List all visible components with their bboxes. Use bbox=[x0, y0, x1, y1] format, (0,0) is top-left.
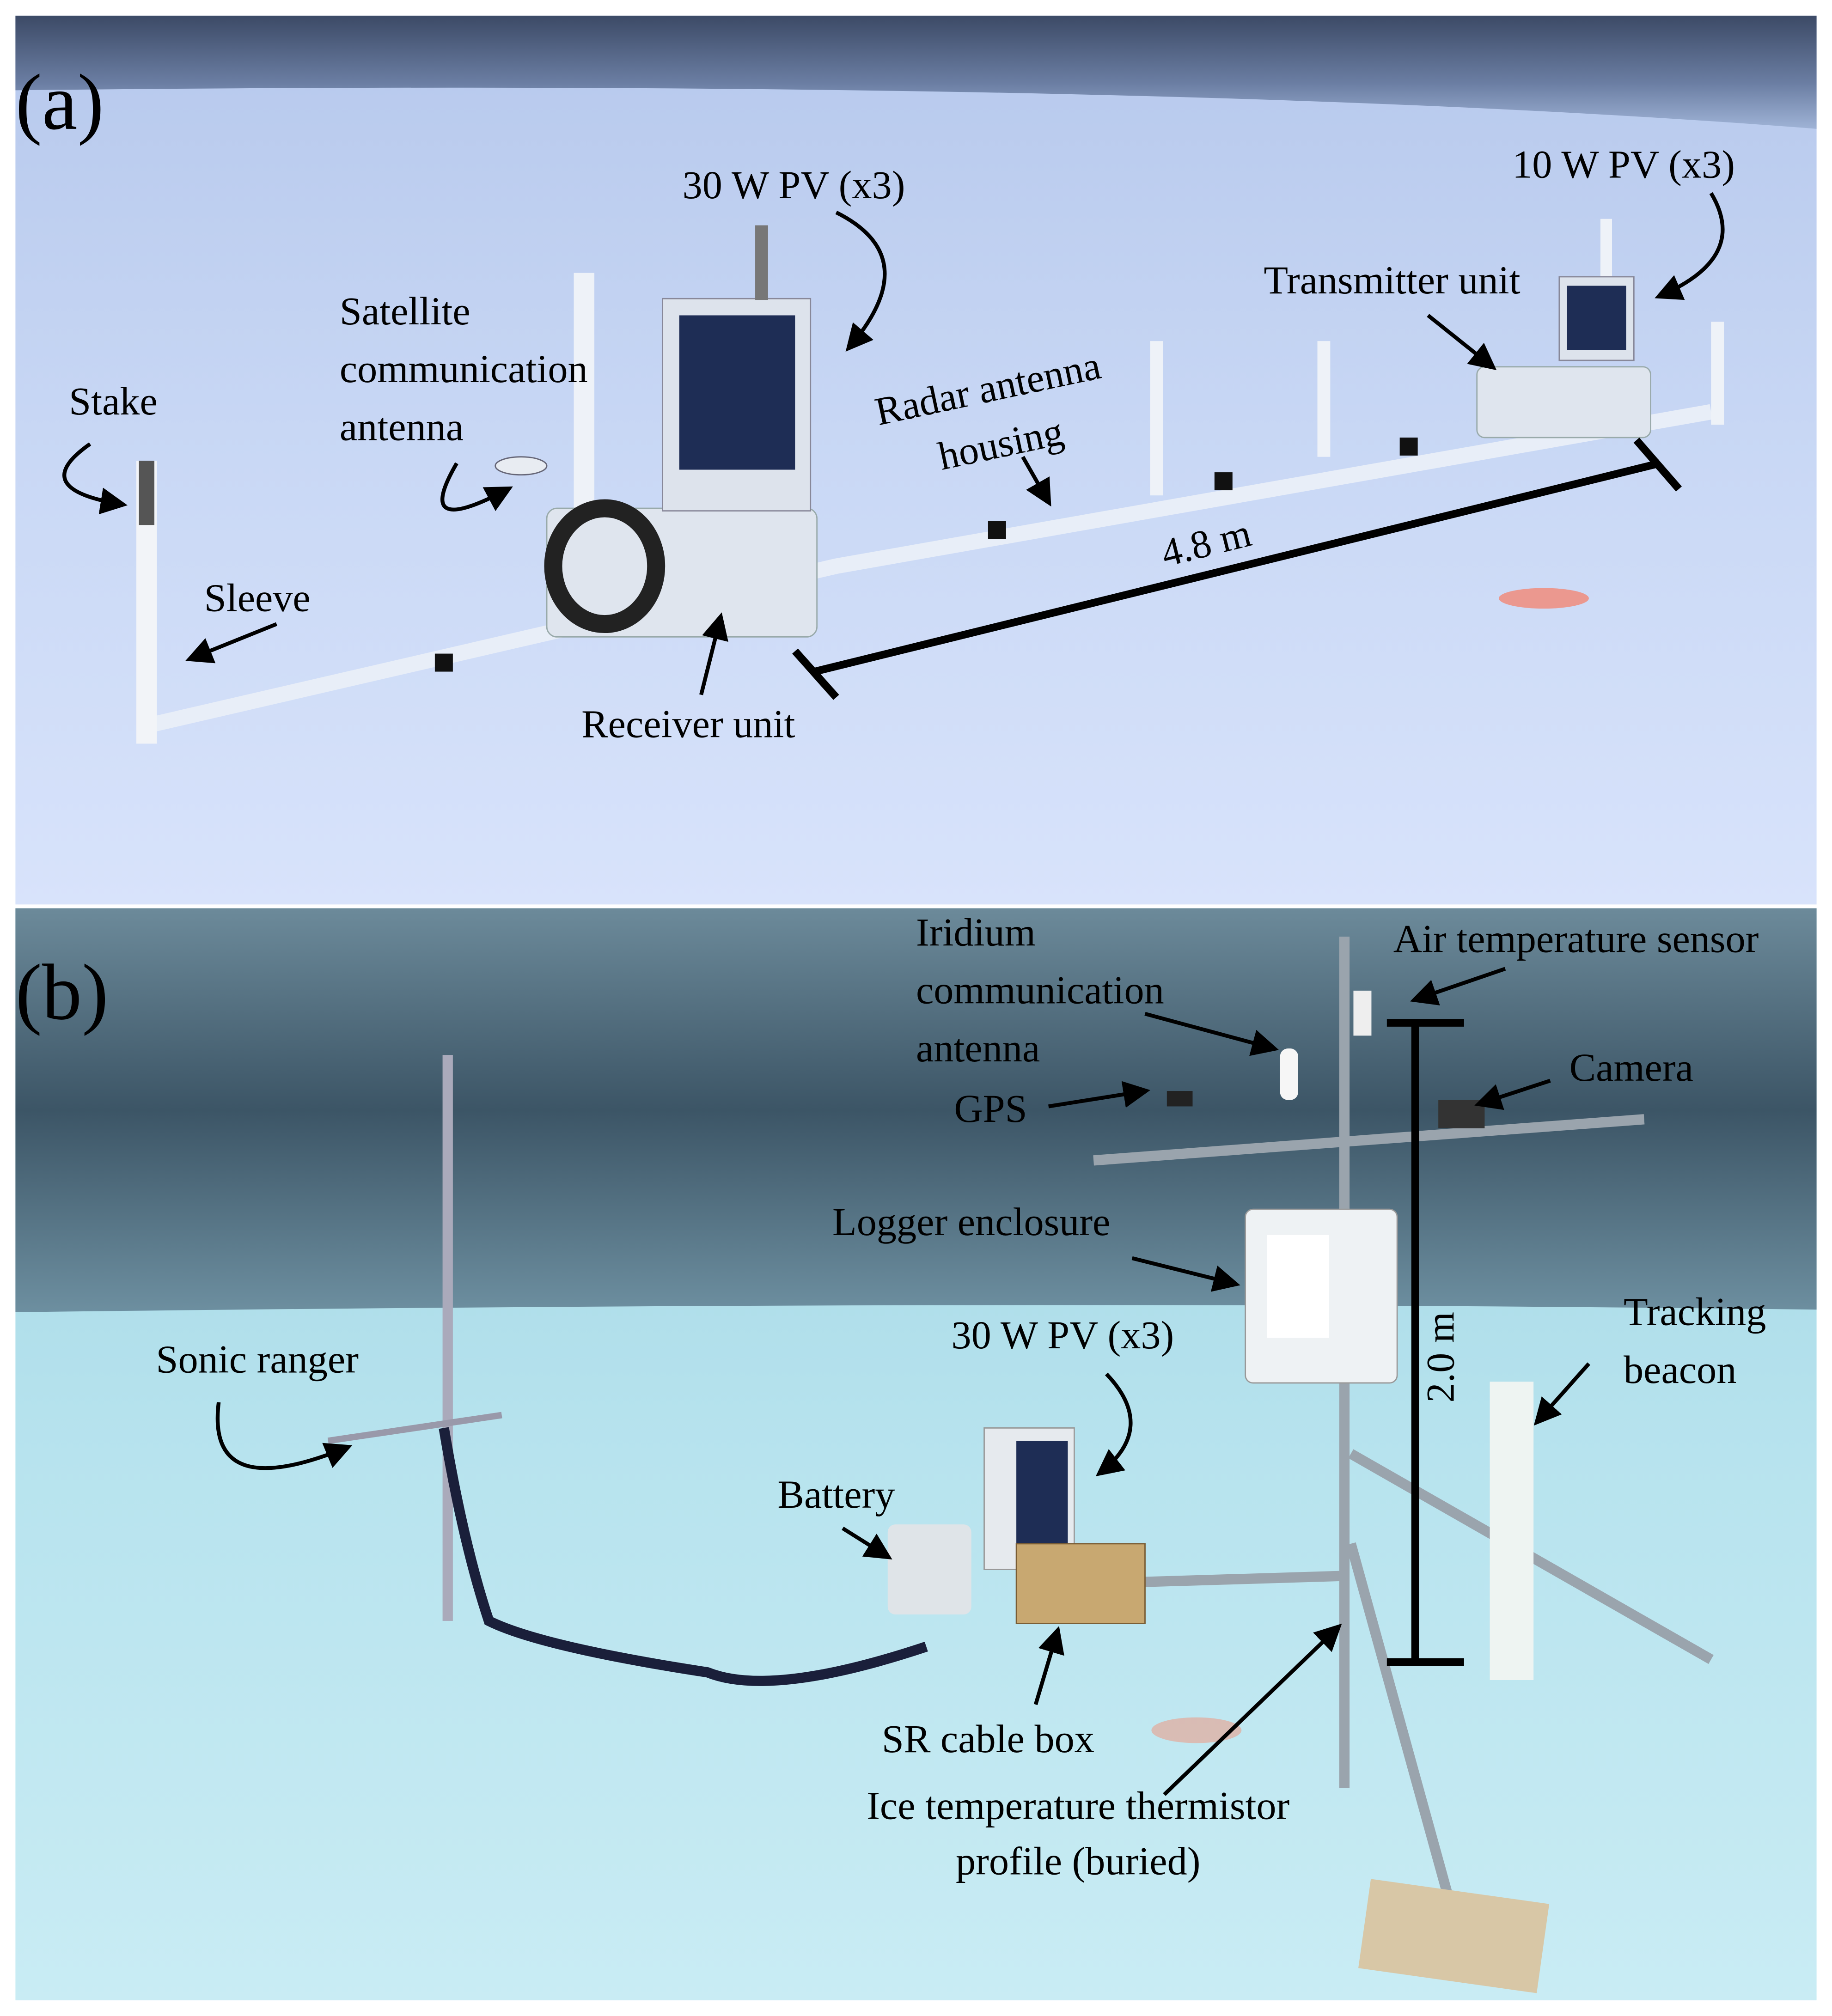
distance-bar-4-8m bbox=[792, 438, 1682, 700]
label-iridium-1: Iridium bbox=[916, 910, 1036, 954]
panel-a: (a) 30 W PV (x3) 10 W PV (x3) Transmitte… bbox=[15, 15, 1817, 905]
air-temperature-sensor bbox=[1353, 990, 1372, 1036]
annotation-arrows-a bbox=[62, 192, 1725, 695]
label-camera: Camera bbox=[1569, 1045, 1693, 1090]
ice-surface-a bbox=[15, 15, 1817, 905]
label-satellite-3: antenna bbox=[340, 404, 464, 449]
label-receiver-unit: Receiver unit bbox=[581, 702, 795, 746]
camera bbox=[1438, 1100, 1485, 1128]
label-satellite-1: Satellite bbox=[340, 289, 470, 333]
sonic-ranger-mast bbox=[442, 1055, 453, 1621]
label-10w-pv: 10 W PV (x3) bbox=[1512, 142, 1735, 187]
label-gps: GPS bbox=[954, 1086, 1027, 1131]
label-sonic-ranger: Sonic ranger bbox=[156, 1337, 359, 1382]
tracking-beacon bbox=[1490, 1382, 1534, 1680]
battery bbox=[887, 1524, 971, 1615]
label-sr-cable-box: SR cable box bbox=[882, 1717, 1094, 1761]
iridium-antenna bbox=[1280, 1048, 1298, 1100]
panel-a-tag: (a) bbox=[15, 58, 104, 146]
label-sleeve: Sleeve bbox=[204, 576, 311, 620]
annotation-arrows-b bbox=[215, 967, 1591, 1796]
panel-b-tag: (b) bbox=[15, 948, 108, 1036]
radar-antenna-pipe bbox=[140, 404, 1713, 735]
cable-coil bbox=[544, 499, 666, 633]
label-30w-pv-b: 30 W PV (x3) bbox=[951, 1313, 1174, 1357]
label-30w-pv: 30 W PV (x3) bbox=[683, 163, 905, 207]
pipe-bands bbox=[434, 437, 1418, 672]
label-iridium-2: communication bbox=[916, 968, 1164, 1012]
label-thermistor-2: profile (buried) bbox=[956, 1839, 1200, 1883]
label-stake: Stake bbox=[69, 379, 158, 423]
sky-a bbox=[15, 15, 1817, 129]
label-beacon-1: Tracking bbox=[1624, 1290, 1766, 1334]
transmitter-unit bbox=[1476, 366, 1651, 439]
sr-cable bbox=[439, 1427, 928, 1686]
label-height: 2.0 m bbox=[1418, 1312, 1463, 1403]
gps-antenna bbox=[1166, 1091, 1193, 1107]
panel-b: (b) Iridium communication antenna Air te… bbox=[15, 908, 1817, 2001]
label-battery: Battery bbox=[777, 1472, 895, 1517]
label-beacon-2: beacon bbox=[1624, 1347, 1736, 1392]
sr-cable-box bbox=[1015, 1543, 1146, 1624]
label-satellite-2: communication bbox=[340, 347, 588, 391]
label-transmitter-unit: Transmitter unit bbox=[1264, 258, 1520, 302]
label-logger-enclosure: Logger enclosure bbox=[832, 1200, 1110, 1244]
label-air-temperature-sensor: Air temperature sensor bbox=[1393, 916, 1759, 961]
satellite-antenna bbox=[495, 456, 548, 476]
label-iridium-3: antenna bbox=[916, 1026, 1040, 1070]
label-thermistor-1: Ice temperature thermistor bbox=[867, 1784, 1289, 1828]
height-bar-2-0m bbox=[1386, 1019, 1464, 1666]
